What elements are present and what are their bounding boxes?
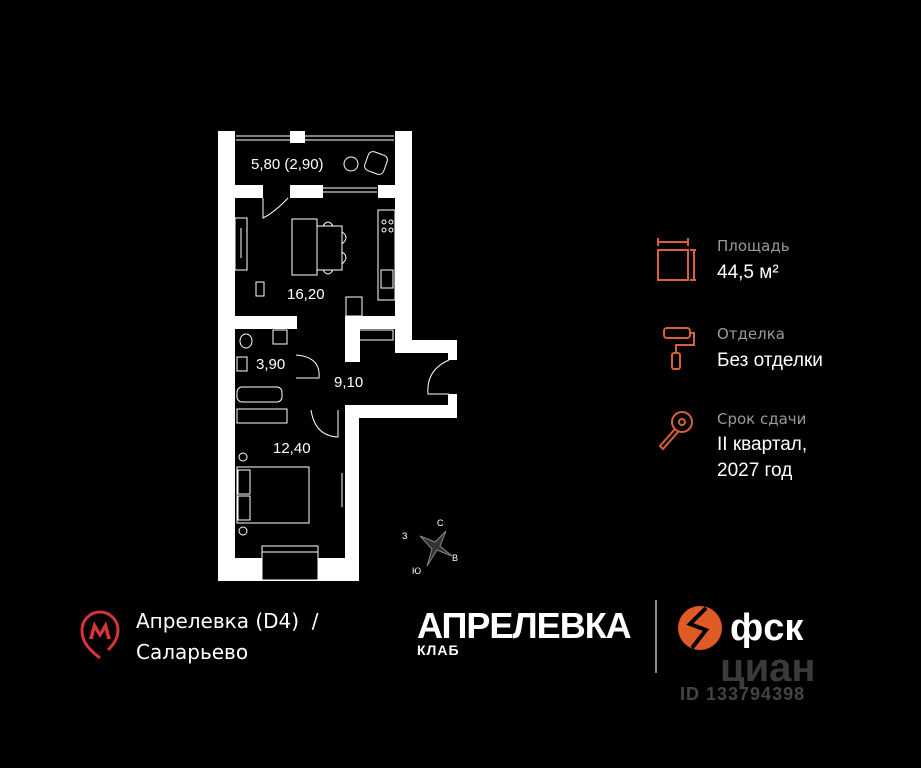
walls: [218, 131, 457, 581]
project-logo: АПРЕЛЕВКА КЛАБ: [417, 605, 632, 659]
metro-line1: Апрелевка (D4) /: [136, 609, 319, 633]
room-area-balcony: 5,80 (2,90): [251, 156, 324, 173]
compass: [419, 530, 453, 567]
delivery-value-line1: II квартал,: [717, 434, 808, 455]
finish-value: Без отделки: [717, 350, 823, 371]
area-icon: [657, 238, 696, 281]
watermark-id: ID 133794398: [680, 684, 806, 704]
watermark: циан ID 133794398: [680, 648, 816, 705]
room-area-bathroom: 3,90: [256, 356, 286, 373]
logo-divider: [655, 600, 657, 673]
metro-station-text: Апрелевка (D4) / Саларьево: [136, 606, 319, 668]
compass-west: З: [402, 531, 408, 541]
compass-south: Ю: [412, 566, 422, 576]
compass-north: С: [437, 518, 444, 528]
metro-line2: Саларьево: [136, 640, 249, 664]
delivery-value-line2: 2027 год: [717, 460, 793, 481]
area-value: 44,5 м²: [717, 262, 779, 283]
fsk-logo-icon: [678, 606, 722, 650]
room-area-bedroom: 12,40: [273, 440, 311, 457]
developer-name: фск: [730, 607, 804, 649]
project-title: АПРЕЛЕВКА: [417, 605, 632, 646]
project-subtitle: КЛАБ: [417, 642, 460, 658]
area-label: Площадь: [717, 237, 790, 255]
finish-label: Отделка: [717, 325, 785, 343]
watermark-logo: циан: [720, 646, 816, 690]
paint-roller-icon: [663, 327, 695, 370]
room-area-kitchen: 16,20: [287, 286, 325, 303]
compass-east: В: [452, 553, 459, 563]
metro-icon: [80, 610, 120, 660]
key-icon: [658, 411, 693, 451]
room-area-hallway: 9,10: [334, 374, 364, 391]
delivery-label: Срок сдачи: [717, 410, 807, 428]
